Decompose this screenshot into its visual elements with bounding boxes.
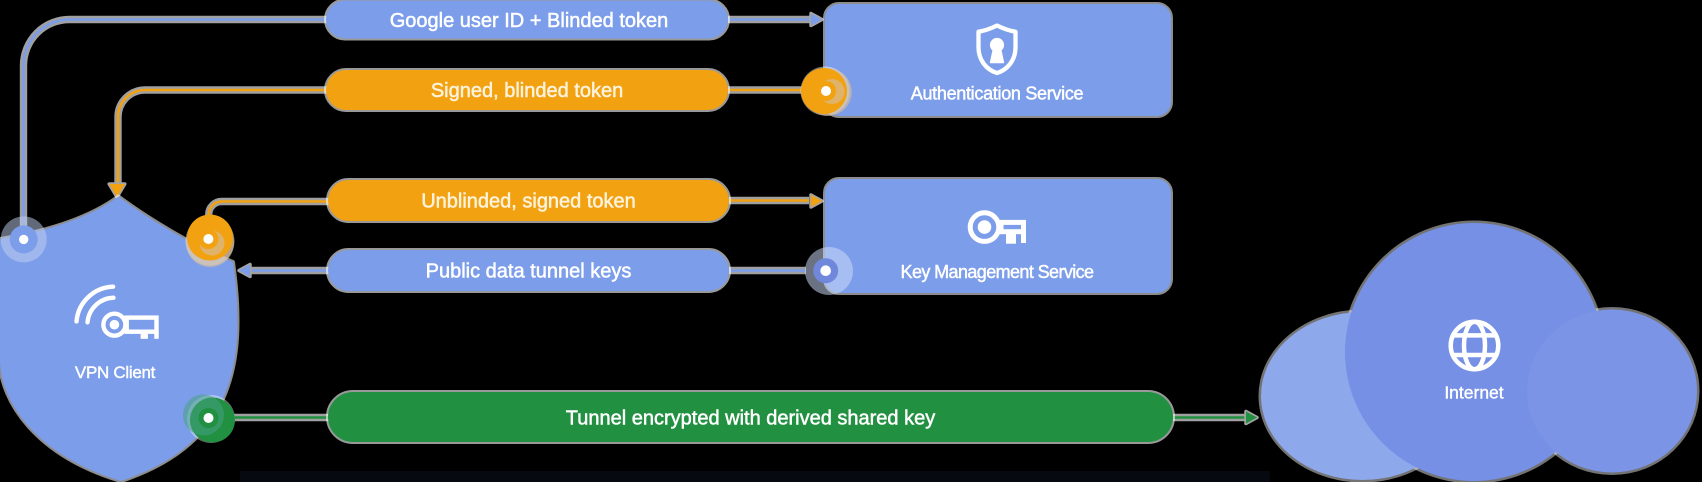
svg-text:Internet: Internet <box>1444 383 1503 403</box>
svg-text:Tunnel encrypted with derived: Tunnel encrypted with derived shared key <box>566 408 935 430</box>
svg-text:VPN Client: VPN Client <box>75 363 156 382</box>
svg-text:Signed, blinded token: Signed, blinded token <box>431 80 623 102</box>
svg-text:Public data tunnel keys: Public data tunnel keys <box>426 261 632 283</box>
svg-text:Google user ID + Blinded token: Google user ID + Blinded token <box>390 10 669 32</box>
svg-text:Key Management Service: Key Management Service <box>901 262 1094 282</box>
svg-text:Authentication Service: Authentication Service <box>911 84 1084 104</box>
svg-text:Unblinded, signed token: Unblinded, signed token <box>421 191 636 213</box>
